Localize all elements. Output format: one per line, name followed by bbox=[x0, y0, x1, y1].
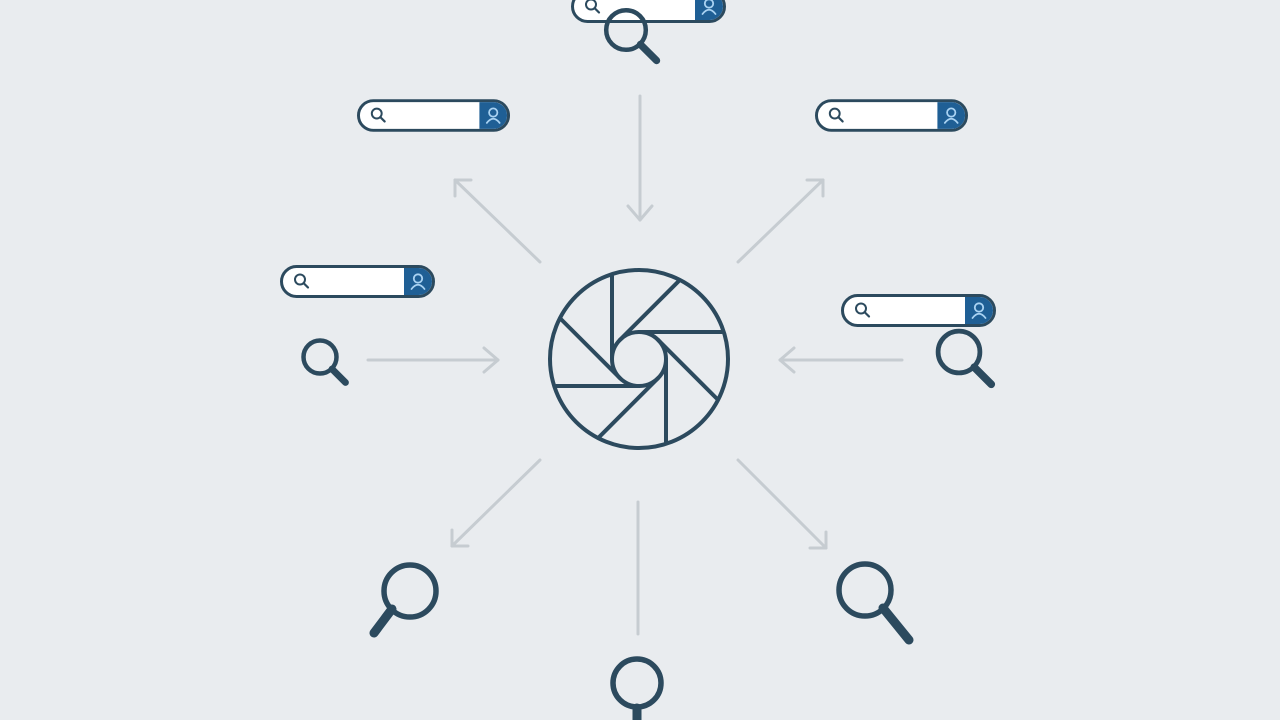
camera-aperture-icon bbox=[548, 268, 730, 450]
arrow-left bbox=[366, 346, 500, 374]
searchbar-top[interactable] bbox=[570, 0, 727, 24]
aperture-blade bbox=[559, 317, 622, 381]
searchbar-upper-left[interactable] bbox=[356, 99, 511, 132]
arrow-upper-right bbox=[736, 178, 825, 264]
searchbar-right[interactable] bbox=[840, 293, 997, 328]
magnifier-bottom bbox=[610, 656, 664, 720]
magnifier-bottom-left bbox=[369, 562, 439, 638]
aperture-blade bbox=[617, 279, 681, 342]
searchbar-left[interactable] bbox=[279, 264, 436, 299]
aperture-blade bbox=[597, 376, 661, 439]
arrow-lower-left bbox=[450, 458, 542, 548]
arrow-right bbox=[778, 346, 904, 374]
magnifier-left bbox=[301, 338, 349, 386]
magnifier-bottom-right bbox=[836, 561, 914, 645]
arrow-lower-right bbox=[736, 458, 828, 550]
arrow-upper-left bbox=[453, 178, 542, 264]
magnifier-right bbox=[935, 328, 996, 389]
arrow-top bbox=[626, 94, 654, 222]
searchbar-upper-right[interactable] bbox=[814, 99, 969, 132]
magnifier-top bbox=[603, 7, 661, 65]
aperture-blade bbox=[656, 337, 719, 401]
